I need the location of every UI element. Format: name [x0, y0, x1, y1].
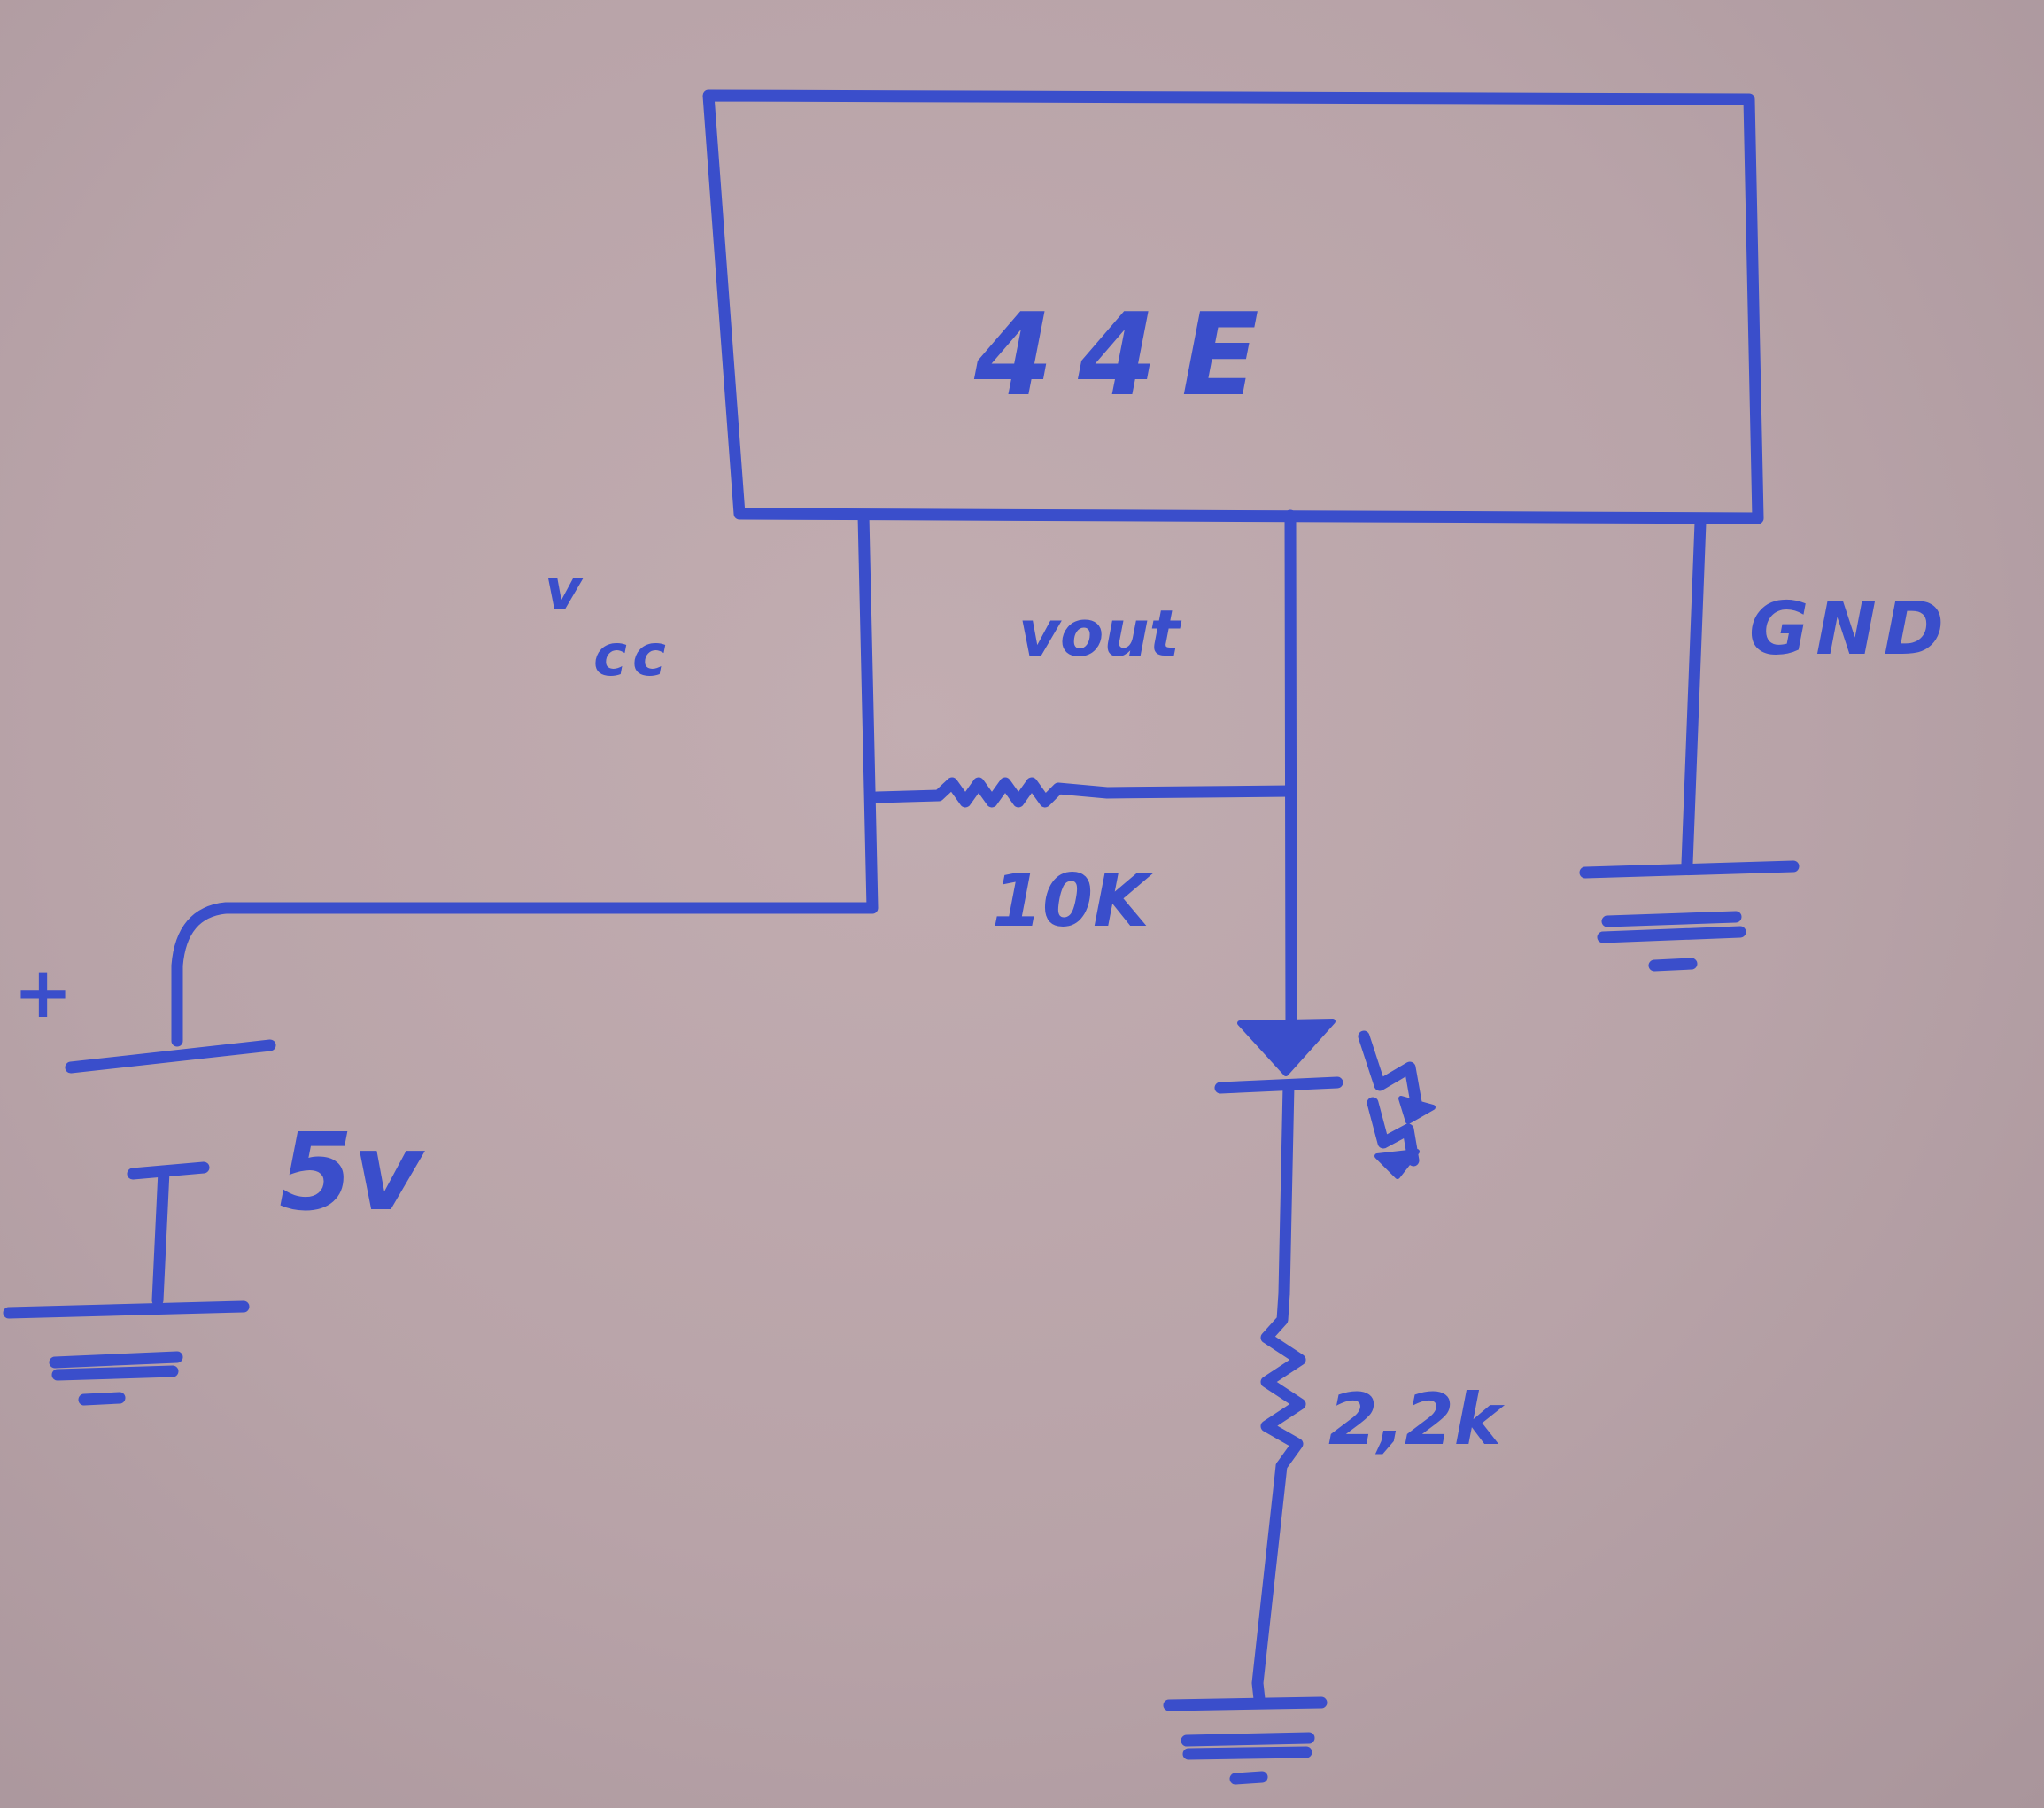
sensor-ic-box — [702, 89, 1764, 524]
vout-pin-wire — [1284, 509, 1297, 1038]
gnd-pin-label: GND — [1749, 587, 1951, 671]
ground-symbol-icon — [1579, 860, 1800, 972]
battery-plus-label: + — [13, 951, 73, 1034]
pullup-resistor-label: 10K — [992, 859, 1154, 943]
led-resistor-label: 2,2k — [1328, 1378, 1506, 1461]
resistor-icon — [1260, 1287, 1306, 1472]
ground-symbol-icon — [1163, 1696, 1328, 1785]
led-branch-wire — [1278, 1079, 1295, 1300]
led-ground-wire — [1251, 1460, 1288, 1705]
battery-voltage-label: 5v — [279, 1112, 425, 1235]
ground-symbol-icon — [3, 1300, 250, 1406]
vcc-pin-wire — [171, 509, 879, 1047]
vcc-pin-subscript: cc — [593, 624, 671, 689]
vcc-pin-letter: v — [545, 558, 584, 624]
resistor-icon — [871, 777, 1297, 808]
battery-icon — [65, 1039, 276, 1307]
gnd-pin-wire — [1681, 516, 1707, 870]
sensor-ic-label: 44E — [973, 290, 1284, 422]
vout-pin-label: vout — [1018, 596, 1182, 671]
led-icon — [1214, 1019, 1436, 1179]
